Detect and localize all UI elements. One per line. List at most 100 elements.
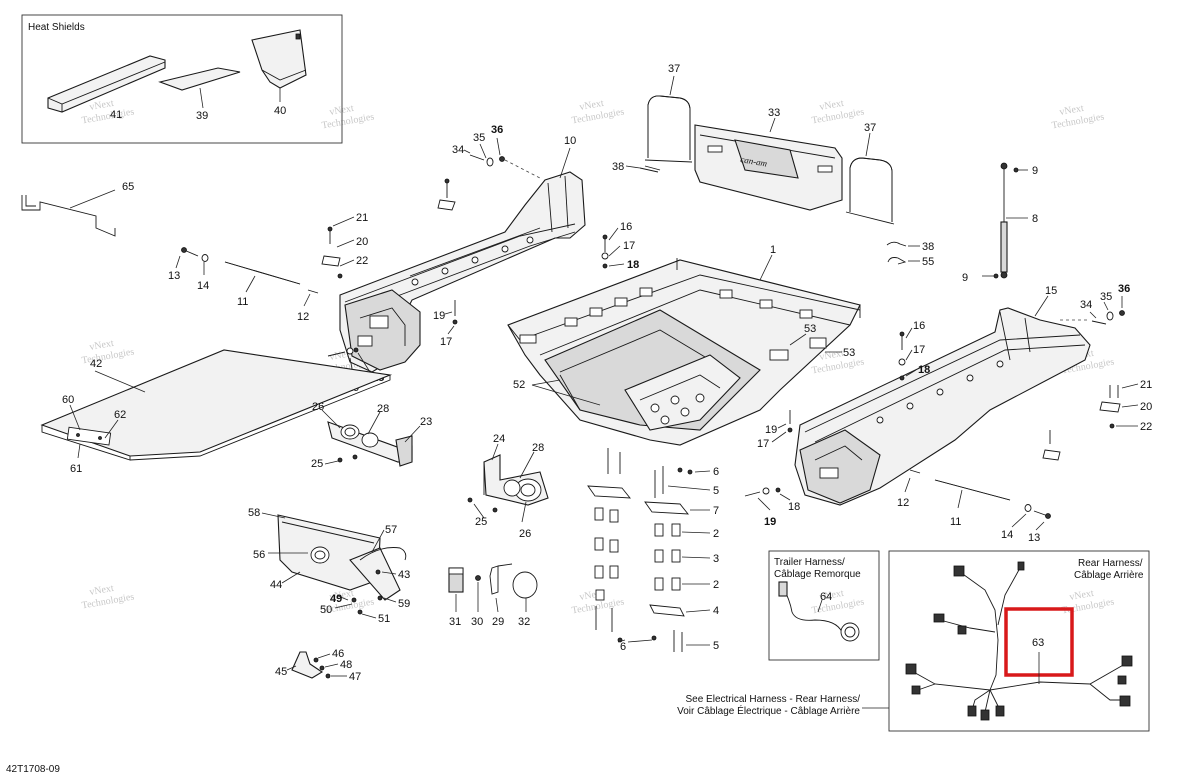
handle-37-left[interactable]	[644, 95, 693, 163]
fastener-group-center[interactable]	[601, 234, 609, 269]
callout-33: 33	[768, 107, 780, 119]
bolt-34-left[interactable]	[469, 154, 485, 161]
callout-36-right: 36	[1118, 283, 1130, 295]
pin-9-bottom[interactable]	[993, 273, 999, 279]
cap-28-center[interactable]	[503, 479, 521, 497]
heat-shield-39[interactable]	[158, 67, 241, 91]
callout-37-right: 37	[864, 122, 876, 134]
washer-14-right[interactable]	[1024, 504, 1032, 512]
rear-harness-title-line1: Rear Harness/	[1078, 558, 1143, 569]
fastener-group-right-lower[interactable]	[744, 487, 781, 497]
callout-26-left: 26	[312, 401, 324, 413]
fastener-group-right-side[interactable]	[1042, 385, 1121, 461]
bolt-34-right[interactable]	[1091, 320, 1107, 325]
callout-19-right-upper: 19	[765, 424, 777, 436]
bracket-65[interactable]	[21, 195, 116, 237]
cable-38-right[interactable]	[886, 241, 907, 247]
note-line1: See Electrical Harness - Rear Harness/	[685, 694, 860, 705]
screw-25-center[interactable]	[467, 497, 498, 513]
plate-29[interactable]	[489, 563, 513, 595]
svg-text:vNext: vNext	[329, 588, 355, 603]
callout-31: 31	[449, 616, 461, 628]
callout-7: 7	[713, 505, 719, 517]
watermark: vNext Technologies	[321, 103, 375, 132]
washer-35-left[interactable]	[486, 157, 494, 167]
washer-35-right[interactable]	[1106, 311, 1114, 321]
nut-36-left[interactable]	[499, 156, 505, 162]
callout-1: 1	[770, 244, 776, 256]
rod-11-right[interactable]	[934, 479, 1011, 501]
callout-64: 64	[820, 591, 832, 603]
bolt-13-left[interactable]	[181, 247, 199, 257]
callout-42: 42	[90, 358, 102, 370]
heat-shield-40[interactable]	[251, 29, 307, 89]
pin-12-right[interactable]	[909, 469, 921, 474]
trailer-harness-64[interactable]	[778, 581, 860, 642]
watermark: vNext Technologies	[81, 583, 135, 612]
right-rail-15[interactable]	[794, 307, 1091, 506]
svg-text:vNext: vNext	[819, 98, 845, 113]
callout-60: 60	[62, 394, 74, 406]
washer-14-left[interactable]	[201, 254, 209, 262]
bolt-13-right[interactable]	[1033, 510, 1051, 519]
callout-22-right: 22	[1140, 421, 1152, 433]
fasteners-43-59[interactable]	[351, 569, 383, 615]
rear-harness-63[interactable]	[905, 561, 1133, 721]
callout-14-left: 14	[197, 280, 209, 292]
left-rail-10[interactable]	[339, 171, 586, 373]
svg-text:vNext: vNext	[579, 98, 605, 113]
callout-21-left: 21	[356, 212, 368, 224]
callout-5-bottom: 5	[713, 640, 719, 652]
handle-37-right[interactable]	[845, 157, 895, 225]
pin-12-left[interactable]	[307, 289, 319, 294]
svg-text:vNext: vNext	[819, 588, 845, 603]
callout-40: 40	[274, 105, 286, 117]
bracket-44[interactable]	[277, 514, 401, 601]
hitch-hardware-stack[interactable]	[587, 448, 693, 652]
center-tub-1[interactable]	[507, 258, 861, 446]
callout-16-right: 16	[913, 320, 925, 332]
rod-11-left[interactable]	[224, 261, 301, 285]
callout-32: 32	[518, 616, 530, 628]
cover-32[interactable]	[512, 571, 538, 599]
connector-31[interactable]	[448, 567, 464, 593]
heat-shields-inset: Heat Shields 41 39 40	[21, 14, 343, 144]
callout-8: 8	[1032, 213, 1038, 225]
clip-55[interactable]	[887, 257, 907, 265]
bracket-45[interactable]	[291, 651, 324, 679]
callout-29: 29	[492, 616, 504, 628]
screw-30[interactable]	[475, 575, 481, 581]
svg-text:vNext: vNext	[89, 98, 115, 113]
harness-57[interactable]	[359, 547, 407, 561]
tailgate-33[interactable]: can-am	[694, 124, 843, 211]
trailer-harness-box	[768, 550, 880, 661]
nut-36-right[interactable]	[1119, 310, 1125, 316]
callout-18-center: 18	[627, 259, 639, 271]
callout-53-lower: 53	[843, 347, 855, 359]
callout-34-right: 34	[1080, 299, 1092, 311]
bracket-24[interactable]	[483, 454, 549, 506]
fastener-group-right-center[interactable]	[787, 331, 906, 433]
callout-21-right: 21	[1140, 379, 1152, 391]
socket-56[interactable]	[310, 546, 330, 564]
fastener-group-left-rail[interactable]	[321, 178, 458, 357]
cable-38-left[interactable]	[639, 165, 661, 173]
callout-35-right: 35	[1100, 291, 1112, 303]
callout-13-left: 13	[168, 270, 180, 282]
grommet-26-center[interactable]	[514, 478, 542, 502]
screw-25-left[interactable]	[337, 454, 358, 463]
fasteners-46-48[interactable]	[313, 657, 331, 679]
callout-20-left: 20	[356, 236, 368, 248]
callout-61: 61	[70, 463, 82, 475]
floor-panel-42[interactable]	[40, 349, 393, 461]
pin-9-top[interactable]	[1013, 167, 1019, 173]
grommet-26-left[interactable]	[340, 424, 360, 440]
callout-5-top: 5	[713, 485, 719, 497]
callout-17-right-lower: 17	[757, 438, 769, 450]
callout-37-left: 37	[668, 63, 680, 75]
gas-strut-8[interactable]	[1000, 162, 1008, 279]
diagram-code: 42T1708-09	[6, 764, 60, 775]
heat-shield-41[interactable]	[47, 55, 166, 113]
callout-41: 41	[110, 109, 122, 121]
cap-28-left[interactable]	[361, 432, 379, 448]
